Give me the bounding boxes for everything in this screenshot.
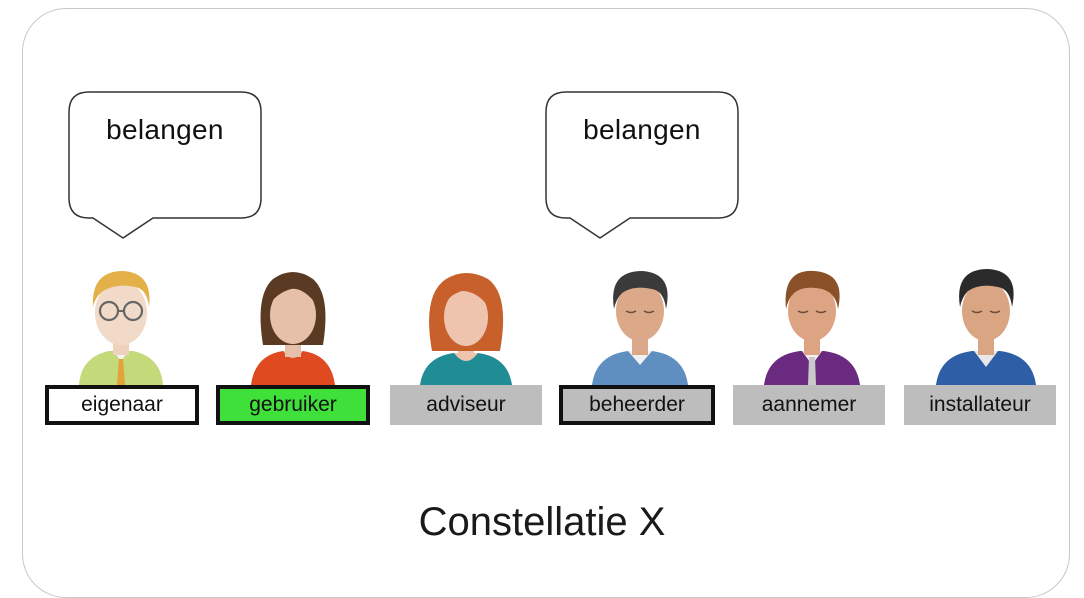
- label-aannemer: aannemer: [733, 385, 885, 425]
- avatar-eigenaar: [61, 265, 181, 385]
- label-eigenaar: eigenaar: [45, 385, 199, 425]
- label-gebruiker: gebruiker: [216, 385, 370, 425]
- avatar-gebruiker: [233, 265, 353, 385]
- speech-bubble-text: belangen: [583, 114, 701, 145]
- label-beheerder: beheerder: [559, 385, 715, 425]
- avatar-beheerder: [580, 265, 700, 385]
- speech-bubble-shape: [545, 91, 739, 239]
- speech-bubble-text: belangen: [106, 114, 224, 145]
- avatar-adviseur: [406, 265, 526, 385]
- label-installateur: installateur: [904, 385, 1056, 425]
- avatar-aannemer: [752, 265, 872, 385]
- label-adviseur: adviseur: [390, 385, 542, 425]
- speech-bubble-eigenaar: belangen: [67, 91, 263, 242]
- speech-bubble-shape: [68, 91, 262, 239]
- diagram-title: Constellatie X: [418, 500, 666, 544]
- avatar-installateur: [926, 265, 1046, 385]
- speech-bubble-beheerder: belangen: [544, 91, 740, 242]
